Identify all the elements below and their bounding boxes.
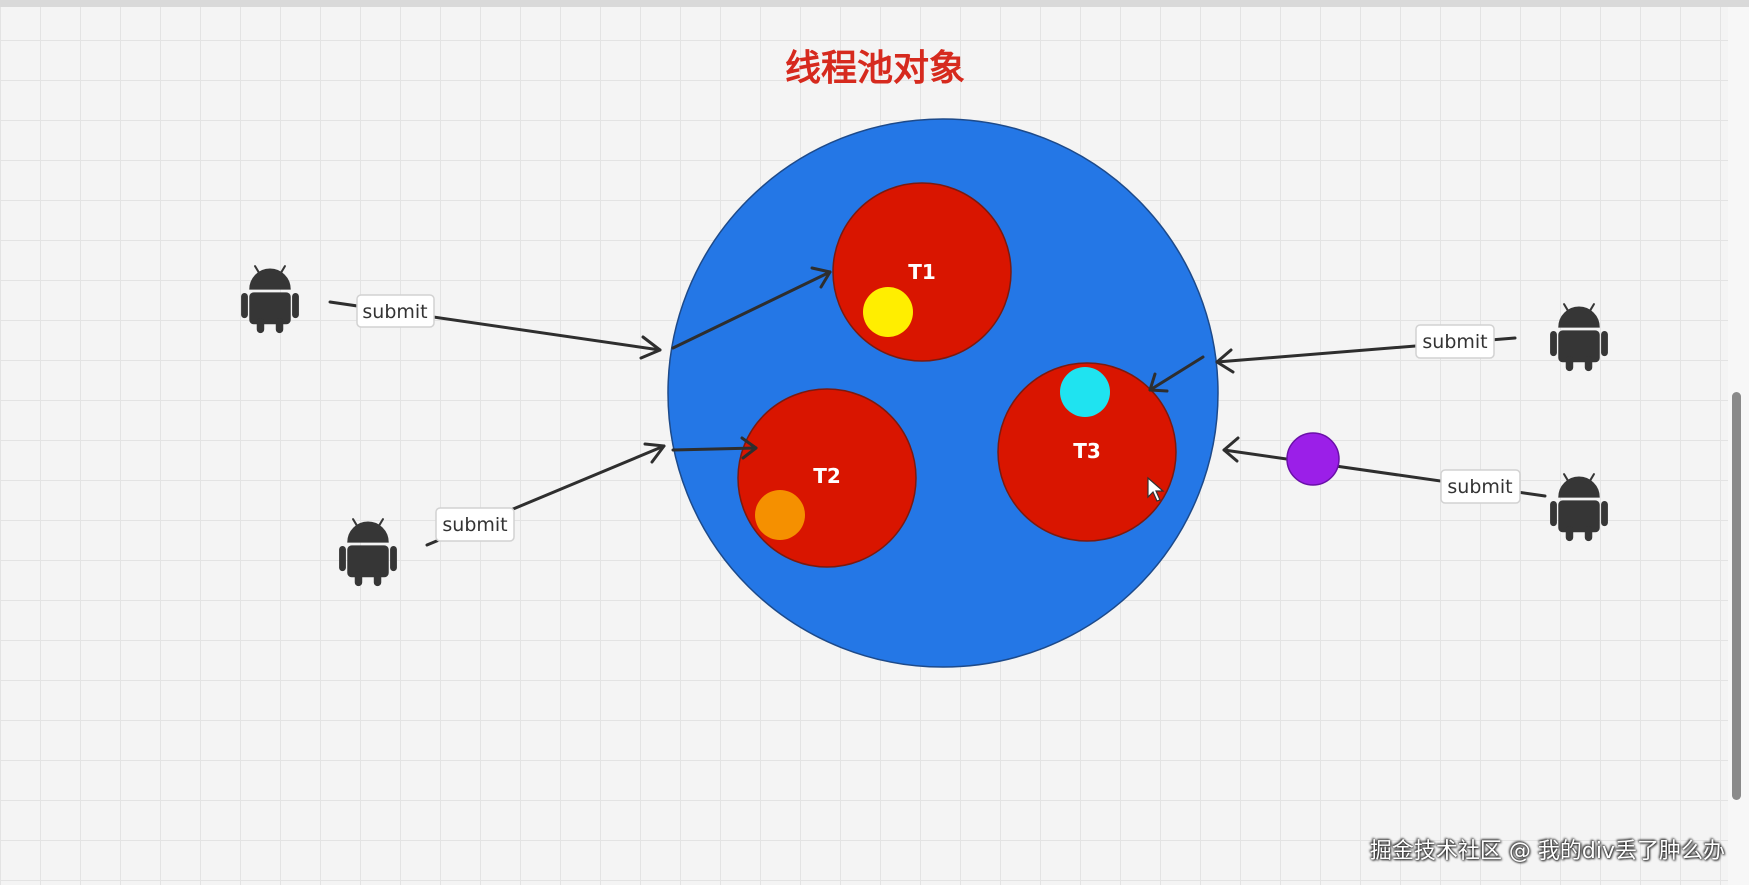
submit-label-top-right: submit (1415, 324, 1495, 359)
svg-text:submit: submit (1447, 476, 1512, 498)
svg-text:submit: submit (1422, 331, 1487, 353)
submit-label-bottom-right: submit (1440, 469, 1521, 504)
submit-label-top-left: submit (356, 294, 435, 328)
task-t2-dot (755, 490, 805, 540)
scrollbar-thumb[interactable] (1732, 392, 1741, 800)
android-icon-top-left (240, 265, 300, 334)
submit-label-bottom-left: submit (435, 507, 515, 542)
thread-t3-circle (997, 362, 1177, 542)
arrow-right-to-t3 (1148, 355, 1205, 393)
android-icon-bottom-left (338, 518, 398, 587)
thread-t1-label: T1 (908, 260, 936, 284)
top-border (0, 0, 1749, 7)
task-t3-dot (1060, 367, 1110, 417)
android-icon-bottom-right (1549, 473, 1609, 542)
android-icon-top-right (1549, 303, 1609, 372)
arrow-pool-to-t1 (671, 266, 832, 350)
svg-text:submit: submit (442, 514, 507, 536)
arrow-pool-to-t2 (671, 436, 758, 460)
thread-t3-label: T3 (1073, 439, 1101, 463)
cursor-icon (1147, 476, 1165, 502)
task-t1-dot (863, 287, 913, 337)
pending-task-dot (1286, 432, 1340, 486)
diagram-title: 线程池对象 (785, 48, 965, 89)
watermark-text: 掘金技术社区 @ 我的div丢了肿么办 (1369, 839, 1725, 864)
svg-text:submit: submit (362, 301, 427, 323)
thread-t2-label: T2 (813, 464, 841, 488)
